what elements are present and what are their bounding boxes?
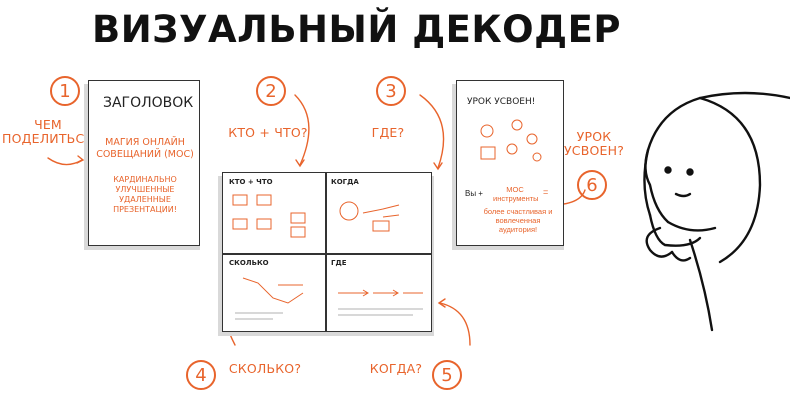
step-1-number: 1 — [50, 76, 80, 106]
arrow-step3 — [419, 94, 445, 169]
thinking-person — [643, 91, 790, 332]
grid-divider-h — [223, 253, 431, 255]
step-3-label: ГДЕ? — [371, 125, 405, 140]
arrow-step2 — [294, 94, 310, 166]
page-title: ВИЗУАЛЬНЫЙ ДЕКОДЕР — [92, 8, 621, 51]
arrow-step5-head — [437, 298, 446, 308]
step-1-label: ЧЕМ ПОДЕЛИТЬСЯ? — [2, 117, 101, 146]
quadrant-when-label: КОГДА — [331, 178, 359, 186]
step-5-label: КОГДА? — [369, 361, 423, 376]
arrow-step5 — [439, 302, 471, 346]
arrow-step1-head — [76, 155, 85, 164]
page-1-heading: ЗАГОЛОВОК — [103, 95, 194, 111]
step-4-label: СКОЛЬКО? — [228, 361, 302, 376]
page-3-sketch — [480, 119, 542, 162]
formula-result: более счастливая и вовлеченная аудитория… — [483, 207, 553, 234]
step-6-number: 6 — [577, 170, 607, 200]
step-2-label: КТО + ЧТО? — [228, 125, 308, 140]
quadrant-where-label: ГДЕ — [331, 259, 347, 267]
formula-left: Вы + — [465, 189, 483, 198]
page-1-body: КАРДИНАЛЬНО УЛУЧШЕННЫЕ УДАЛЕННЫЕ ПРЕЗЕНТ… — [113, 175, 177, 214]
formula-mid: МОС инструменты — [493, 185, 539, 203]
grid-divider-v — [325, 173, 327, 331]
arrow-step3-head — [433, 162, 443, 171]
title-page: ЗАГОЛОВОК МАГИЯ ОНЛАЙН СОВЕЩАНИЙ (МОС) К… — [88, 80, 200, 246]
summary-page: УРОК УСВОЕН! Вы + МОС инструменты = боле… — [456, 80, 564, 246]
step-6-label: УРОК УСВОЕН? — [563, 129, 625, 158]
page-3-heading: УРОК УСВОЕН! — [467, 97, 536, 107]
grid-sketches — [232, 194, 423, 320]
step-3-number: 3 — [376, 76, 406, 106]
page-1-subtitle: МАГИЯ ОНЛАЙН СОВЕЩАНИЙ (МОС) — [96, 137, 194, 160]
formula-equals: = — [543, 187, 549, 197]
step-5-number: 5 — [432, 360, 462, 390]
grid-page: КТО + ЧТО КОГДА СКОЛЬКО ГДЕ — [222, 172, 432, 332]
quadrant-who-what-label: КТО + ЧТО — [229, 178, 273, 186]
step-4-number: 4 — [186, 360, 216, 390]
arrow-step2-head — [295, 159, 305, 168]
quadrant-how-much-label: СКОЛЬКО — [229, 259, 269, 267]
step-2-number: 2 — [256, 76, 286, 106]
